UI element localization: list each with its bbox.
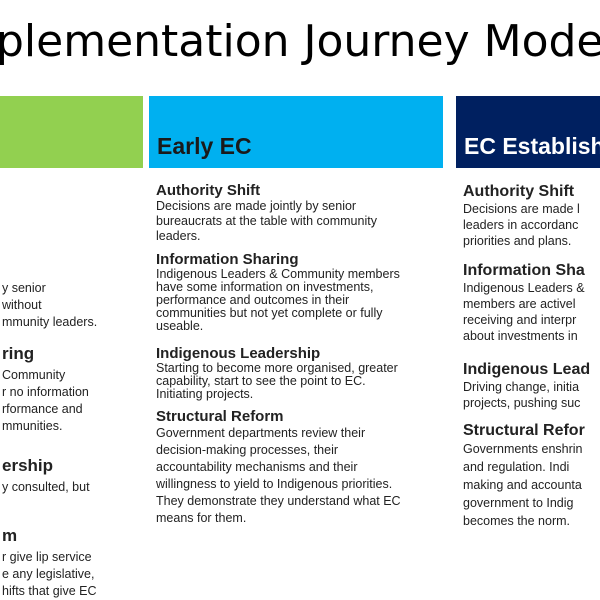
section-information-sharing: Information Sha Indigenous Leaders & mem… — [463, 261, 600, 344]
section-line: leaders in accordanc — [463, 218, 579, 232]
section-indigenous-leadership: Indigenous Lead Driving change, initia p… — [463, 360, 600, 411]
section-title: Authority Shift — [463, 183, 575, 200]
column-early-ec: Early EC Authority Shift Decisions are m… — [149, 96, 443, 600]
section-line: Driving change, initia — [463, 380, 580, 394]
section-line: capability, start to see the point to EC… — [156, 374, 366, 388]
section-line: Decisions are made l — [463, 202, 580, 216]
page-title: plementation Journey Model — [0, 12, 600, 72]
section-line: making and accounta — [463, 478, 582, 492]
section-line: willingness to yield to Indigenous prior… — [156, 477, 393, 491]
col1-sec4-line1: r give lip service — [2, 550, 92, 564]
section-line: priorities and plans. — [463, 234, 572, 248]
column-body-ec-established: Authority Shift Decisions are made l lea… — [456, 168, 600, 530]
section-line: decision-making processes, their — [156, 443, 339, 457]
section-title: Structural Reform — [156, 408, 284, 425]
section-line: Starting to become more organised, great… — [156, 361, 398, 375]
section-title: Indigenous Lead — [463, 361, 591, 378]
column-header-label: Early EC — [157, 133, 252, 159]
section-title: Information Sharing — [156, 251, 299, 268]
column-header-stage-1 — [0, 96, 143, 168]
section-line: receiving and interpr — [463, 313, 577, 327]
section-line: members are activel — [463, 297, 576, 311]
section-line: about investments in — [463, 329, 578, 343]
column-header-ec-established: EC Establish — [456, 96, 600, 168]
col1-sec2-line1: Community — [2, 368, 66, 382]
section-line: accountability mechanisms and their — [156, 460, 358, 474]
col1-sec1-line3: mmunity leaders. — [2, 315, 98, 329]
col1-sec2-line2: r no information — [2, 385, 89, 399]
col1-sec4-line3: hifts that give EC — [2, 584, 97, 598]
col1-sec2-line3: rformance and — [2, 402, 83, 416]
col1-sec2-line4: mmunities. — [2, 419, 63, 433]
col1-sec3-line1: y consulted, but — [2, 480, 90, 494]
section-authority-shift: Authority Shift Decisions are made joint… — [156, 182, 443, 244]
section-line: projects, pushing suc — [463, 396, 581, 410]
section-line: Government departments review their — [156, 426, 366, 440]
section-authority-shift: Authority Shift Decisions are made l lea… — [463, 182, 600, 249]
col1-sec3-title: ership — [2, 456, 54, 475]
section-title: Authority Shift — [156, 182, 261, 199]
section-title: Information Sha — [463, 262, 585, 279]
page-title-text: plementation Journey Model — [0, 16, 600, 67]
section-line: leaders. — [156, 229, 201, 243]
section-line: useable. — [156, 319, 204, 333]
column-header-early-ec: Early EC — [149, 96, 443, 168]
section-structural-reform: Structural Refor Governments enshrin and… — [463, 421, 600, 530]
section-line: becomes the norm. — [463, 514, 570, 528]
section-line: and regulation. Indi — [463, 460, 570, 474]
section-title: Indigenous Leadership — [156, 345, 321, 362]
column-stage-1: y senior without mmunity leaders. ring C… — [0, 96, 143, 600]
column-body-early-ec: Authority Shift Decisions are made joint… — [149, 168, 443, 527]
col1-sec1-line2: without — [2, 298, 42, 312]
section-title: Structural Refor — [463, 422, 585, 439]
section-line: have some information on investments, — [156, 280, 374, 294]
section-line: Indigenous Leaders & Community members — [156, 267, 400, 281]
section-line: Initiating projects. — [156, 387, 254, 401]
section-line: means for them. — [156, 511, 247, 525]
section-information-sharing: Information Sharing Indigenous Leaders &… — [156, 251, 443, 333]
column-body-stage-1: y senior without mmunity leaders. ring C… — [0, 168, 143, 600]
section-indigenous-leadership: Indigenous Leadership Starting to become… — [156, 345, 443, 401]
section-line: communities but not yet complete or full… — [156, 306, 383, 320]
section-line: Decisions are made jointly by senior — [156, 199, 357, 213]
section-line: They demonstrate they understand what EC — [156, 494, 401, 508]
section-line: Indigenous Leaders & — [463, 281, 585, 295]
section-line: Governments enshrin — [463, 442, 583, 456]
col1-sec4-line2: e any legislative, — [2, 567, 95, 581]
section-line: performance and outcomes in their — [156, 293, 350, 307]
column-ec-established: EC Establish Authority Shift Decisions a… — [456, 96, 600, 600]
section-structural-reform: Structural Reform Government departments… — [156, 408, 443, 527]
section-line: bureaucrats at the table with community — [156, 214, 377, 228]
section-line: government to Indig — [463, 496, 574, 510]
column-header-label: EC Establish — [464, 133, 600, 159]
col1-sec2-title: ring — [2, 344, 35, 363]
col1-sec4-title: m — [2, 526, 18, 545]
col1-sec1-line1: y senior — [2, 281, 46, 295]
